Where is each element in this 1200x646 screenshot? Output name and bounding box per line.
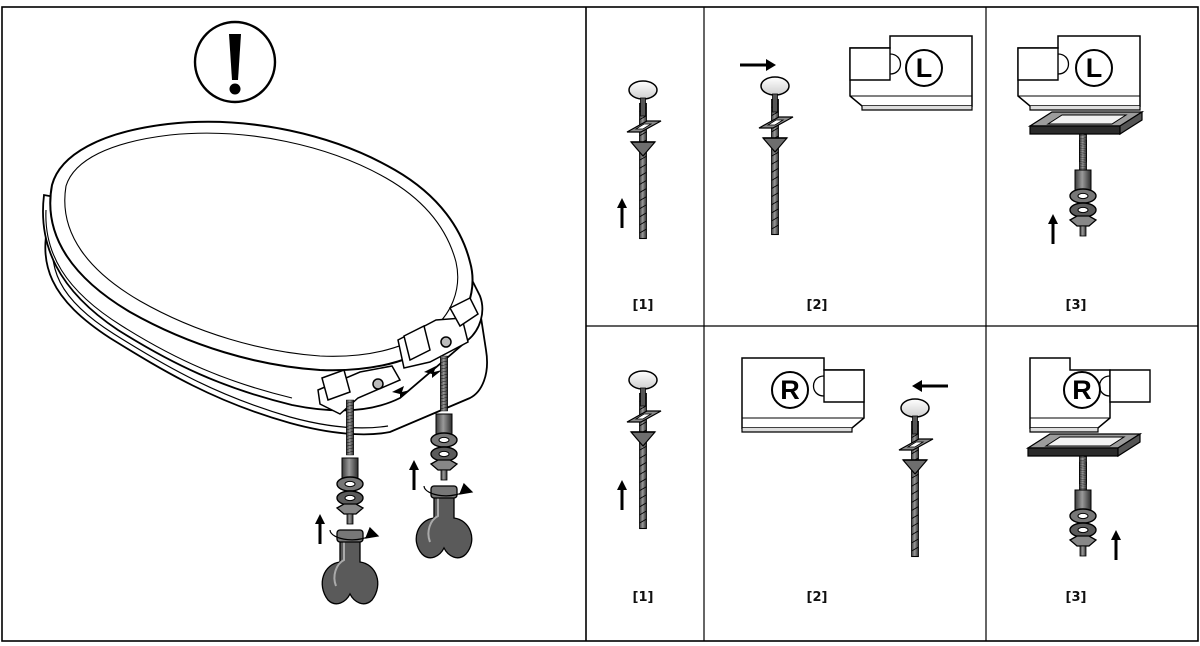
arrow-right-icon	[740, 59, 776, 71]
step-2-right-illustration	[741, 357, 948, 557]
step-3-right-illustration	[1027, 357, 1151, 562]
hinge-block-right	[741, 357, 865, 433]
step-label-1-top: [1]	[632, 298, 654, 313]
frame-borders	[1, 6, 1199, 642]
step-3-left-illustration	[1017, 35, 1143, 246]
step-2-left-illustration	[740, 35, 973, 235]
step-label-1-bottom: [1]	[632, 590, 654, 605]
toilet-seat-illustration	[42, 120, 488, 605]
step-label-2-bottom: [2]	[806, 590, 828, 605]
step-1-right-illustration	[615, 371, 661, 529]
left-side-badge-letter: L	[915, 53, 933, 83]
left-side-badge-letter: L	[1085, 53, 1103, 83]
right-side-badge-letter: R	[780, 375, 800, 405]
step-label-2-top: [2]	[806, 298, 828, 313]
step-1-left-illustration	[615, 81, 661, 239]
exclamation-icon	[229, 34, 241, 95]
right-side-badge-letter: R	[1072, 375, 1092, 405]
hinge-block-left	[849, 35, 973, 111]
arrow-left-icon	[912, 380, 948, 392]
warning-badge	[193, 20, 277, 104]
step-label-3-top: [3]	[1065, 298, 1087, 313]
hinge-block-right	[1029, 357, 1151, 433]
hinge-block-left	[1017, 35, 1141, 111]
step-label-3-bottom: [3]	[1065, 590, 1087, 605]
